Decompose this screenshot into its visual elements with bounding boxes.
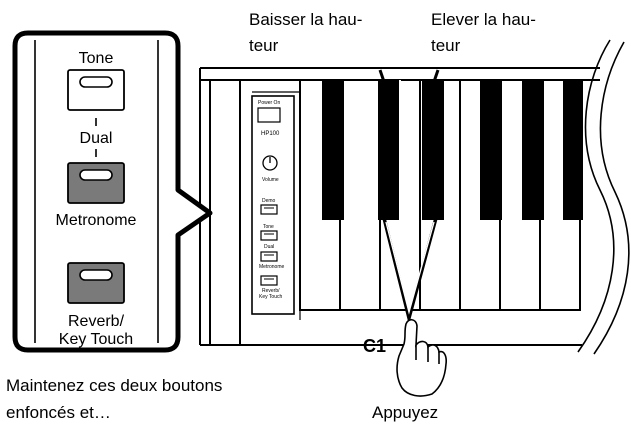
black-keys — [322, 80, 583, 220]
dual-label: Dual — [80, 130, 113, 147]
black-key[interactable] — [522, 80, 544, 220]
black-key[interactable] — [378, 80, 400, 220]
white-key[interactable] — [339, 79, 381, 311]
callout-panel: Tone Dual Metronome Reverb/ Key Touch — [12, 30, 213, 353]
pitch-indicators — [378, 69, 440, 325]
panel-tone-button[interactable] — [260, 230, 278, 241]
panel-dual-label: Dual — [264, 244, 274, 250]
panel-metronome-button[interactable] — [260, 251, 278, 262]
tone-button[interactable] — [67, 69, 125, 111]
metronome-label: Metronome — [56, 212, 137, 229]
black-key[interactable] — [480, 80, 502, 220]
demo-label: Demo — [262, 198, 276, 204]
black-key[interactable] — [322, 80, 344, 220]
raise-pitch-label-line1: Elever la hau- — [431, 10, 536, 29]
panel-metronome-label: Metronome — [259, 264, 285, 270]
control-panel: Power On HP100 Volume Demo Tone Dual Met… — [251, 91, 301, 320]
panel-tone-label: Tone — [263, 224, 274, 230]
panel-reverb-button[interactable] — [260, 275, 278, 286]
raise-pitch-label-line2: teur — [431, 36, 461, 55]
lower-pitch-label-line1: Baisser la hau- — [249, 10, 362, 29]
hold-caption-line1: Maintenez ces deux boutons — [6, 376, 222, 395]
raise-pitch-pointer — [423, 69, 440, 109]
reverb-label-line2: Key Touch — [59, 331, 133, 348]
black-key[interactable] — [422, 80, 444, 220]
panel-reverb-label-2: Key Touch — [259, 294, 282, 300]
keyboard — [299, 79, 583, 311]
reverb-key-touch-button[interactable] — [67, 262, 125, 304]
press-caption: Appuyez — [372, 403, 438, 422]
power-button[interactable] — [257, 107, 281, 123]
model-label: HP100 — [261, 131, 280, 137]
reverb-label-line1: Reverb/ — [68, 313, 125, 330]
lower-pitch-label-line2: teur — [249, 36, 279, 55]
lower-pitch-pointer — [378, 69, 395, 109]
panel-reverb-label-1: Reverb/ — [262, 288, 280, 294]
power-label: Power On — [258, 100, 280, 106]
black-key[interactable] — [563, 80, 583, 220]
finger-icon — [396, 318, 447, 397]
volume-label: Volume — [262, 177, 279, 183]
key-c1-label: C1 — [363, 336, 386, 356]
demo-button[interactable] — [260, 204, 278, 215]
cutoff-lines — [577, 39, 630, 355]
tone-label: Tone — [79, 50, 114, 67]
press-chevron — [382, 217, 438, 325]
hold-caption-line2: enfoncés et… — [6, 403, 111, 422]
metronome-button[interactable] — [67, 162, 125, 204]
